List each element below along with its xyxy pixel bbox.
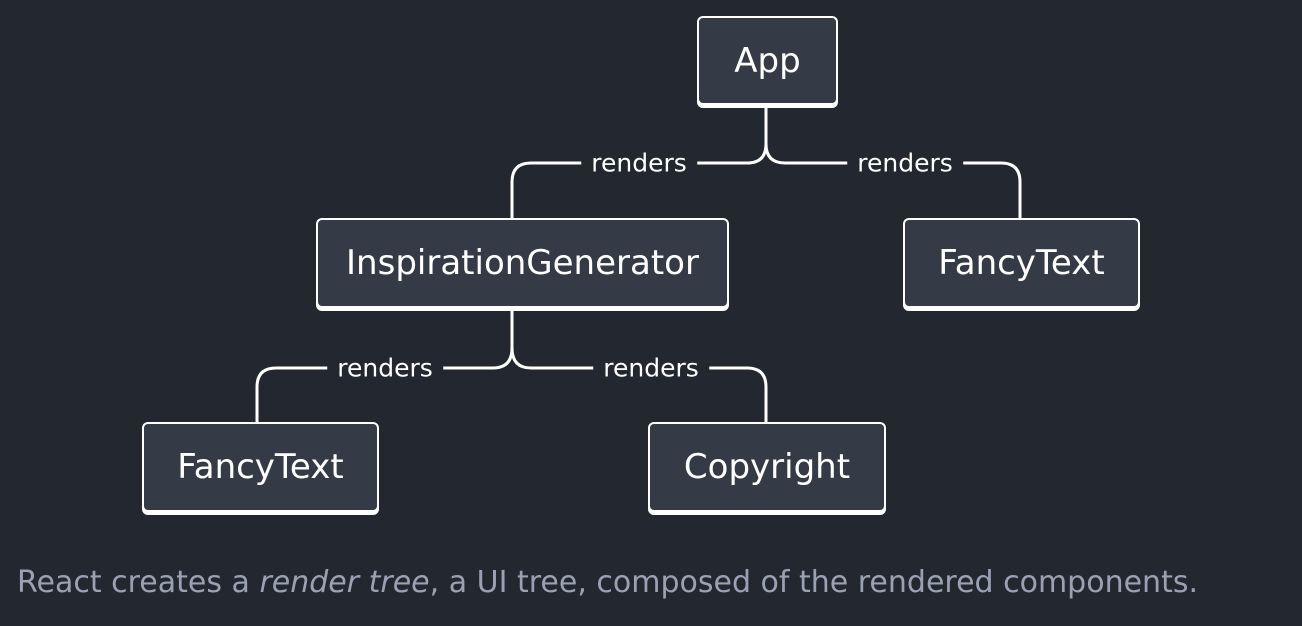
- connector-app-to-fancytext: [764, 142, 1022, 220]
- edge-label-app-to-fancytext: renders: [847, 150, 963, 176]
- connector-inspirationgenerator-to-copyright: [510, 346, 768, 424]
- node-copyright: Copyright: [648, 422, 886, 512]
- edge-label-app-to-inspirationgenerator: renders: [581, 150, 697, 176]
- caption-text-before: React creates a: [17, 565, 260, 600]
- render-tree-diagram: App InspirationGenerator FancyText Fancy…: [142, 16, 1140, 512]
- caption-text-after: , a UI tree, composed of the rendered co…: [429, 565, 1198, 600]
- node-fancytext-level1: FancyText: [903, 218, 1140, 308]
- node-inspirationgenerator: InspirationGenerator: [316, 218, 729, 308]
- node-fancytext-level2: FancyText: [142, 422, 379, 512]
- caption-emphasis: render tree: [259, 565, 430, 600]
- figure-caption: React creates a render tree, a UI tree, …: [17, 565, 1297, 601]
- node-app: App: [697, 16, 838, 105]
- edge-label-inspirationgenerator-to-fancytext: renders: [327, 355, 443, 381]
- edge-label-inspirationgenerator-to-copyright: renders: [593, 355, 709, 381]
